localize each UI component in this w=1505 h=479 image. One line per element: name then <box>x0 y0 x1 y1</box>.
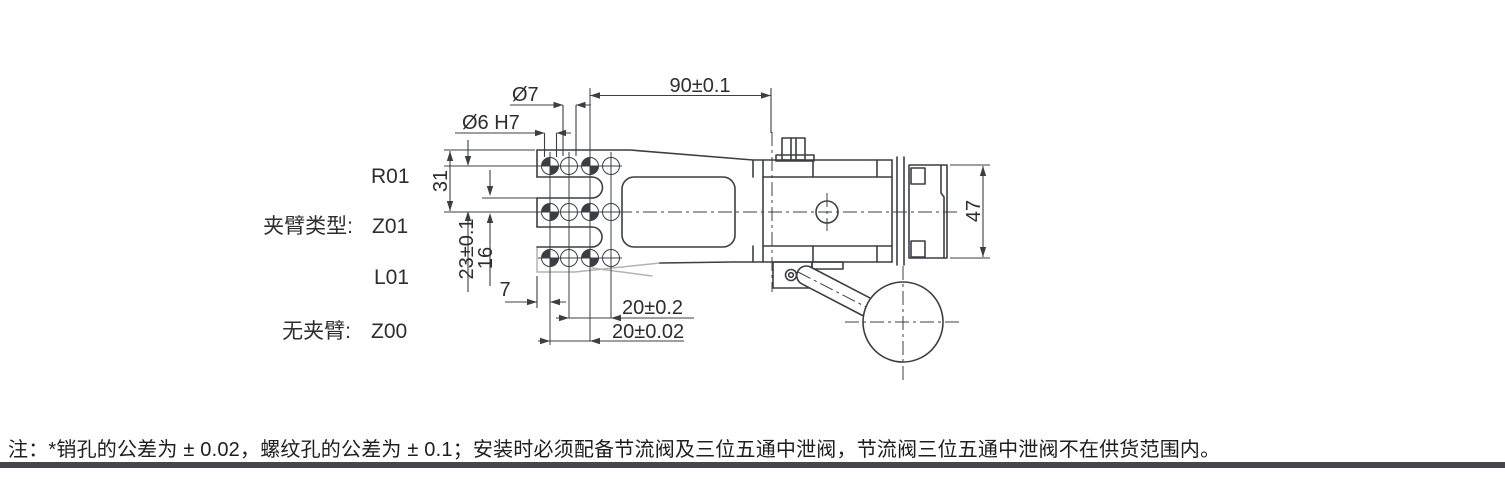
dim-thread-hole-dia: Ø7 <box>512 84 539 106</box>
dimension-lines <box>444 88 990 345</box>
dim-arm-top-height: 31 <box>430 170 452 192</box>
pin-holes <box>541 157 599 267</box>
mount-screw <box>784 268 798 282</box>
no-arm-label: 无夹臂: <box>282 320 351 343</box>
flange <box>896 156 905 266</box>
arm-type-legend: 夹臂类型: 无夹臂: R01 Z01 L01 Z00 <box>263 165 409 343</box>
cap-screw-top <box>910 167 926 185</box>
handle <box>772 261 944 363</box>
footnote: 注：*销孔的公差为 ± 0.02，螺纹孔的公差为 ± 0.1；安装时必须配备节流… <box>8 439 1221 461</box>
dim-pin-hole-pitch: 20±0.02 <box>612 321 684 343</box>
dim-thread-hole-pitch: 20±0.2 <box>622 297 683 319</box>
dim-row-pitch: 23±0.1 <box>456 218 478 279</box>
dim-body-height: 47 <box>963 200 985 222</box>
body <box>659 137 948 266</box>
dim-length-to-pivot: 90±0.1 <box>669 75 730 97</box>
arm-code-l01: L01 <box>374 266 409 289</box>
dim-edge-offset: 7 <box>499 279 510 301</box>
phantom-arm-lines <box>536 246 661 277</box>
cap-screw-bottom <box>910 240 926 258</box>
centerlines <box>618 132 962 382</box>
footer-divider-bar <box>0 462 1505 468</box>
arm-code-r01: R01 <box>371 165 410 188</box>
dim-pin-hole-dia: Ø6 H7 <box>462 112 520 134</box>
arm-holes <box>538 88 622 345</box>
clamp-arm-type-label: 夹臂类型: <box>263 215 353 238</box>
dim-arm-offset: 16 <box>475 247 497 269</box>
arm-code-z00: Z00 <box>371 320 407 343</box>
dimension-labels: Ø7 Ø6 H7 90±0.1 31 23±0.1 16 7 20±0.2 20… <box>430 75 985 343</box>
arm-code-z01: Z01 <box>372 215 408 238</box>
top-fitting <box>775 137 815 162</box>
